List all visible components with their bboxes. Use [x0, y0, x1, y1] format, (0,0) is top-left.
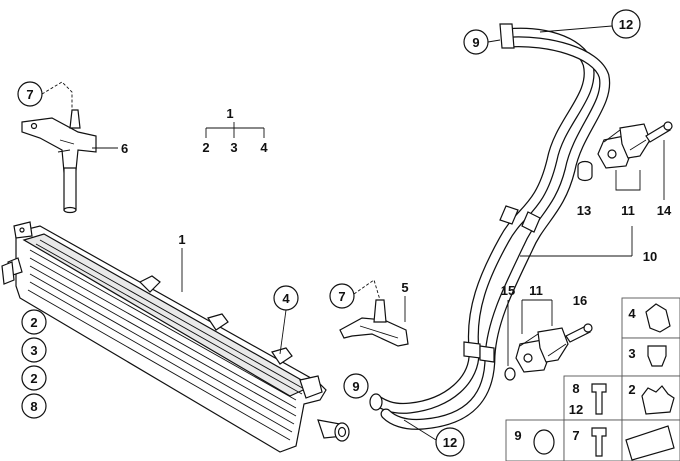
legend-grid-label: 3 — [628, 346, 635, 361]
o-ring-icon — [533, 429, 555, 455]
callout-4-cooler-label: 4 — [282, 291, 290, 306]
legend-left-item: 2 — [30, 371, 37, 386]
legend-grid-label: 2 — [628, 382, 635, 397]
legend-grid-label: 7 — [572, 428, 579, 443]
legend-left-item: 8 — [30, 399, 37, 414]
legend-left-item: 2 — [30, 315, 37, 330]
clamp-lower-part-11 — [504, 323, 593, 381]
callout-15-label: 15 — [501, 283, 515, 298]
grommet-icon — [647, 345, 667, 367]
callout-9-top-label: 9 — [472, 35, 479, 50]
callout-9-bottom — [343, 373, 369, 399]
legend-grid-label: 4 — [628, 306, 636, 321]
clamp-upper-part-11 — [577, 121, 673, 182]
callout-7-mid-label: 7 — [338, 289, 345, 304]
bracket-part-6 — [21, 109, 97, 214]
callout-7-top-label: 7 — [26, 87, 33, 102]
legend-grid-label: 8 — [572, 381, 579, 396]
clip-icon — [645, 303, 671, 333]
oil-cooler-part-1 — [1, 221, 350, 453]
gear-nut-icon — [641, 385, 675, 415]
legend-left-item: 3 — [30, 343, 37, 358]
legend-left: 2 3 2 8 — [21, 309, 47, 419]
callout-10-label: 10 — [643, 249, 657, 264]
callout-1-group-label: 1 — [226, 106, 233, 121]
callout-12-top — [611, 9, 641, 39]
callout-12-bottom-label: 12 — [443, 435, 457, 450]
legend-grid-label: 12 — [569, 402, 583, 417]
bracket-part-5 — [339, 299, 409, 347]
arrow-icon — [625, 425, 675, 461]
callout-6-label: 6 — [121, 141, 128, 156]
oil-hoses-part-10 — [369, 23, 611, 430]
callout-3-label: 3 — [230, 140, 237, 155]
callout-11-mid-label: 11 — [529, 283, 543, 298]
callout-12-top-label: 12 — [619, 17, 633, 32]
callout-5-label: 5 — [401, 280, 408, 295]
callout-12-bottom — [435, 427, 465, 457]
callout-7-mid — [329, 283, 355, 309]
callout-1-label: 1 — [178, 232, 185, 247]
callout-4-label: 4 — [260, 140, 268, 155]
callout-16-label: 16 — [573, 293, 587, 308]
callout-13-label: 13 — [577, 203, 591, 218]
legend-grid: 4 3 8 12 2 9 7 — [505, 297, 680, 461]
legend-grid-label: 9 — [514, 428, 521, 443]
bolt-icon — [591, 427, 607, 457]
bolt-icon — [591, 383, 607, 415]
callout-14-label: 14 — [657, 203, 672, 218]
callout-2-label: 2 — [202, 140, 209, 155]
callout-11-top-label: 11 — [621, 203, 635, 218]
callout-9-bottom-label: 9 — [352, 379, 359, 394]
